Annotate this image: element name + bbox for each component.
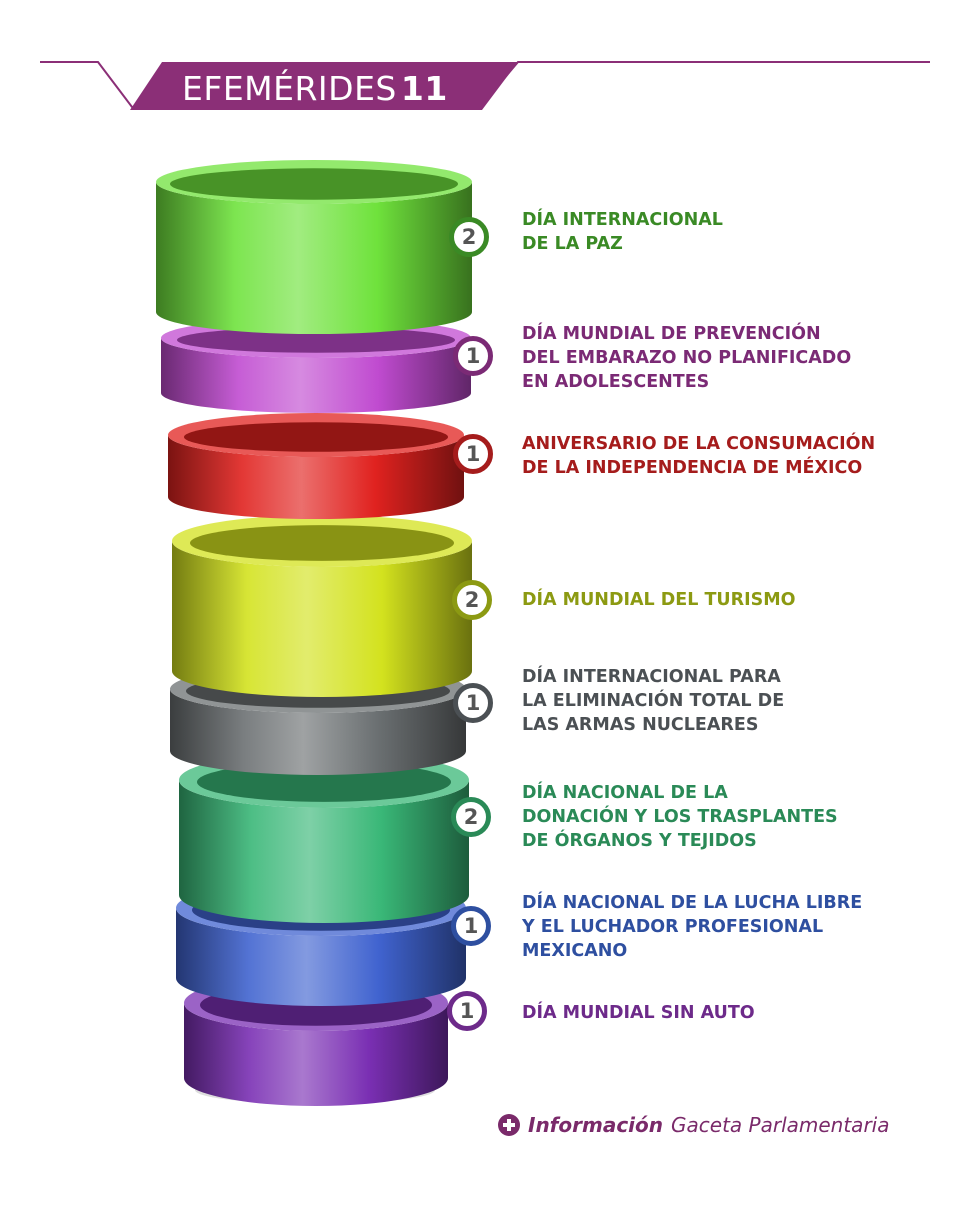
item-label: DÍA MUNDIAL SIN AUTO xyxy=(522,1003,755,1023)
item-label: ANIVERSARIO DE LA CONSUMACIÓN DE LA INDE… xyxy=(522,434,876,478)
info-label: Información xyxy=(528,1113,664,1137)
header-ribbon xyxy=(130,62,518,110)
ring-stack xyxy=(156,160,472,1106)
count-badge: 1 xyxy=(453,683,493,723)
item-label: DÍA MUNDIAL DEL TURISMO xyxy=(522,590,796,610)
badge-number: 1 xyxy=(463,914,479,938)
title-text: EFEMÉRIDES xyxy=(182,69,397,108)
badge-number: 1 xyxy=(465,691,481,715)
ring-band xyxy=(161,318,471,413)
footer-source: Información Gaceta Parlamentaria xyxy=(498,1111,889,1139)
item-label: DÍA INTERNACIONAL DE LA PAZ xyxy=(522,210,723,254)
ring-band xyxy=(156,160,472,334)
count-badge: 1 xyxy=(447,991,487,1031)
item-label: DÍA NACIONAL DE LA LUCHA LIBRE Y EL LUCH… xyxy=(522,893,863,961)
count-badge: 2 xyxy=(451,797,491,837)
badge-number: 2 xyxy=(463,805,479,829)
item-label: DÍA MUNDIAL DE PREVENCIÓN DEL EMBARAZO N… xyxy=(522,324,852,392)
ring-band xyxy=(179,752,469,923)
plus-icon xyxy=(498,1114,520,1136)
badge-number: 2 xyxy=(461,225,477,249)
badge-number: 1 xyxy=(459,999,475,1023)
badge-number: 2 xyxy=(464,588,480,612)
count-badge: 1 xyxy=(451,906,491,946)
count-badge: 2 xyxy=(449,217,489,257)
count-badge: 1 xyxy=(453,434,493,474)
count-badge: 2 xyxy=(452,580,492,620)
title-number: 11 xyxy=(400,69,448,108)
header-banner xyxy=(40,61,930,110)
item-label: DÍA INTERNACIONAL PARA LA ELIMINACIÓN TO… xyxy=(522,667,785,735)
count-badge: 1 xyxy=(453,336,493,376)
source-label: Gaceta Parlamentaria xyxy=(671,1113,890,1137)
ring-band xyxy=(172,515,472,697)
item-label: DÍA NACIONAL DE LA DONACIÓN Y LOS TRASPL… xyxy=(522,783,838,851)
badge-number: 1 xyxy=(465,442,481,466)
badge-number: 1 xyxy=(465,344,481,368)
ring-band xyxy=(168,413,464,519)
